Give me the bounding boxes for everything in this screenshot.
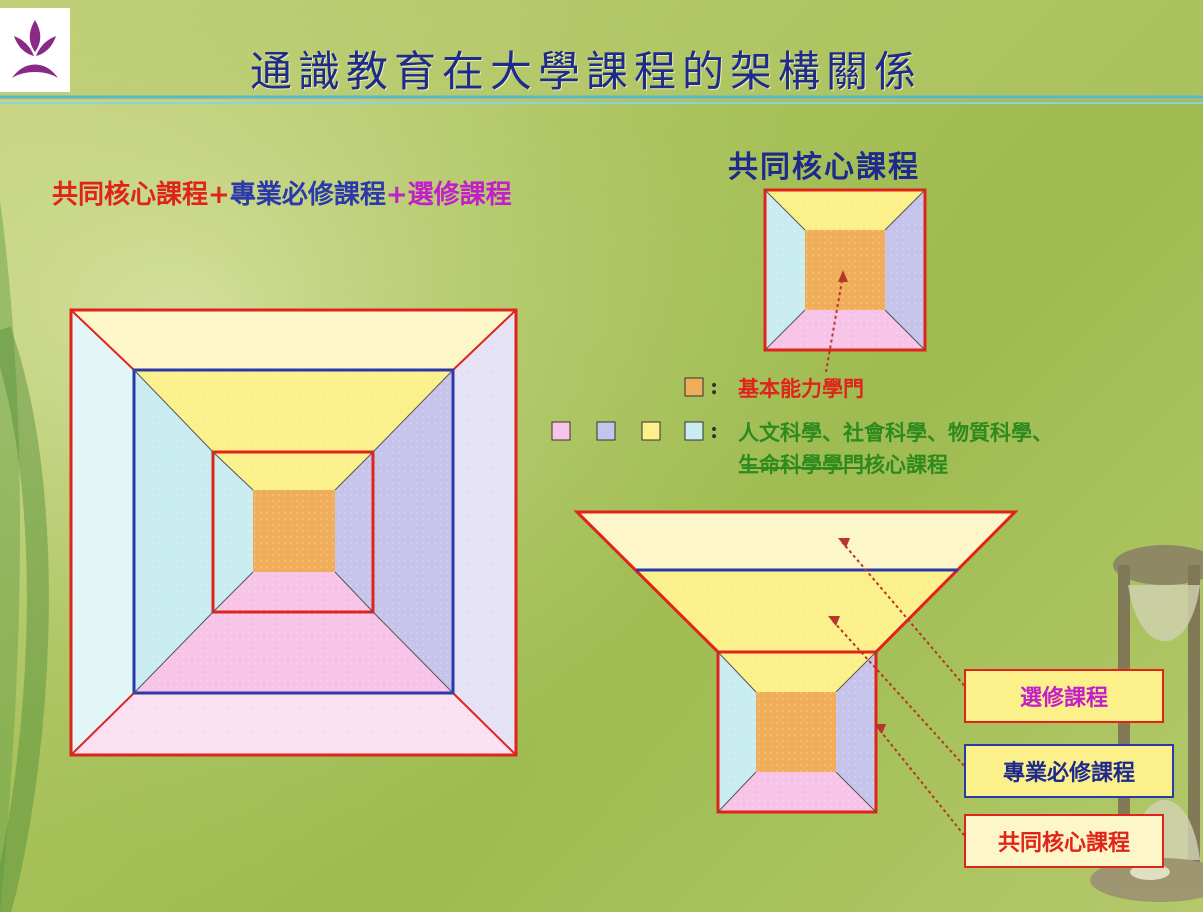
formula-elective: 選修課程 [407, 180, 512, 210]
arrow-elective [841, 541, 969, 691]
middle-frame [132, 368, 455, 695]
core-frame [763, 188, 927, 352]
legend-core: 人文科學、社會科學、物質科學、 生命科學學門核心課程 [738, 417, 1053, 481]
label-box-core-bg [964, 814, 1164, 868]
label-elective: 選修課程 [1019, 685, 1108, 711]
core-curriculum-diagram [763, 188, 927, 373]
legend-swatch-pink [551, 421, 571, 441]
legend-core-line2: 生命科學學門核心課程 [738, 452, 948, 477]
legend-swatches [551, 377, 865, 469]
core-diagram-title: 共同核心課程 [728, 150, 920, 185]
legend-swatch-lavender [596, 421, 616, 441]
core-pointer [825, 274, 844, 373]
formula-plus-1: + [208, 180, 230, 210]
formula-core: 共同核心課程 [52, 180, 209, 210]
funnel-diagram [573, 510, 1019, 841]
legend-swatch-cyan [684, 421, 704, 441]
lotus-logo-icon [0, 8, 70, 92]
inner-frame [211, 450, 375, 614]
legend-colon-2: : [710, 418, 719, 444]
label-box-major-bg [964, 744, 1174, 798]
background-left-band [0, 200, 20, 912]
label-major: 專業必修課程 [1002, 760, 1135, 786]
funnel-core-frame [716, 650, 878, 814]
slide-title: 通識教育在大學課程的架構關係 [250, 47, 923, 96]
nested-curriculum-diagram [69, 308, 518, 757]
legend-swatch-orange [684, 377, 704, 397]
legend-basic: 基本能力學門 [738, 376, 864, 401]
legend-colon-1: : [710, 374, 719, 400]
curriculum-formula: 共同核心課程+專業必修課程+選修課程 [52, 174, 512, 211]
formula-plus-2: + [385, 180, 408, 210]
header-band [0, 0, 1203, 100]
legend-swatch-yellow [641, 421, 661, 441]
formula-major: 專業必修課程 [229, 180, 386, 210]
arrow-major [831, 619, 969, 771]
background-left-swoosh [0, 326, 49, 912]
label-box-elective-bg [964, 669, 1164, 723]
hourglass-image [1090, 545, 1203, 902]
outer-frame [69, 308, 518, 757]
label-core: 共同核心課程 [997, 830, 1130, 856]
legend-core-line1: 人文科學、社會科學、物質科學、 [738, 420, 1053, 445]
